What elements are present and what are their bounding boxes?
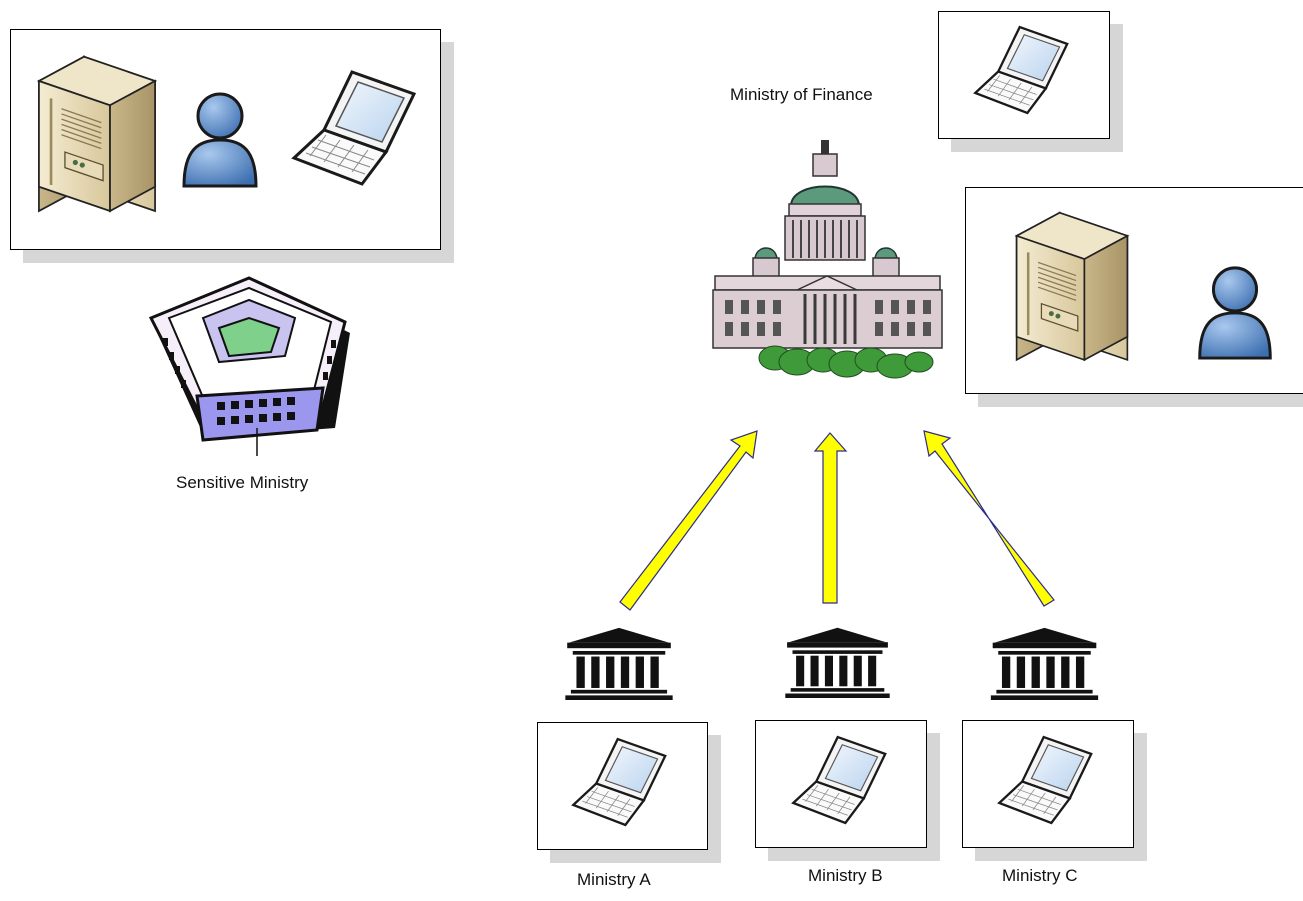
ministry-b-label: Ministry B (808, 866, 883, 885)
ministry-a-building-icon (559, 626, 679, 700)
domed-capitol-building-icon (712, 140, 943, 379)
upward-arrow-icon (813, 432, 848, 604)
laptop-icon (996, 734, 1096, 826)
ministry-of-finance-label: Ministry of Finance (730, 85, 873, 104)
ministry-c-building-icon (985, 626, 1104, 700)
finance-server-box-shadow (978, 394, 1303, 407)
upward-arrow-icon (619, 430, 758, 611)
laptop-icon (790, 734, 890, 826)
sensitive-ministry-label: Sensitive Ministry (176, 473, 309, 492)
ministry-b-building-icon (779, 626, 896, 698)
laptop-icon (570, 736, 670, 828)
ministry-c-label: Ministry C (1002, 866, 1078, 885)
upward-arrow-icon (923, 430, 1055, 607)
ministry-a-label: Ministry A (577, 870, 651, 889)
pentagon-building-icon (148, 276, 350, 456)
